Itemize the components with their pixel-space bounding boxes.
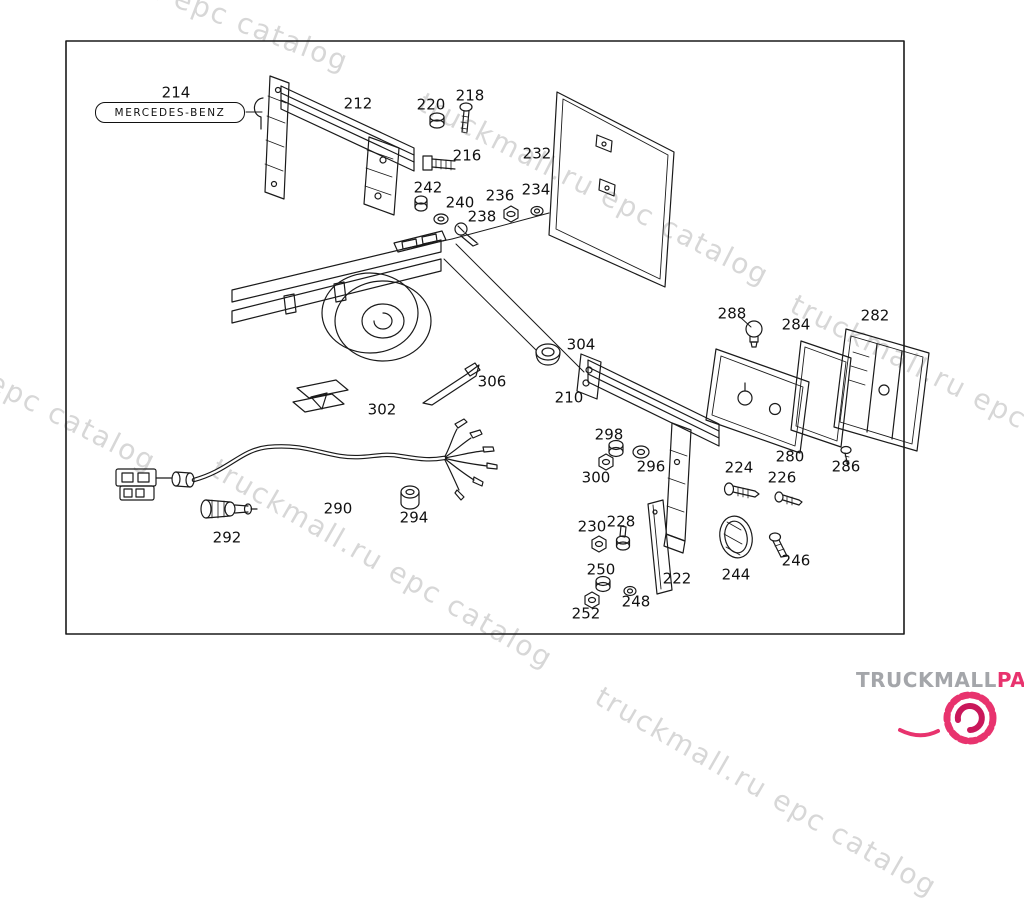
lamp-housing-280-drawing: [705, 348, 810, 454]
part-label-230[interactable]: 230: [577, 517, 607, 536]
part-label-296[interactable]: 296: [636, 457, 666, 476]
nut-250-drawing: [595, 575, 611, 593]
reflector-244-drawing: [719, 515, 753, 559]
screw-246-drawing: [768, 532, 788, 558]
screw-286-drawing: [840, 445, 852, 467]
washer-240-drawing: [433, 213, 449, 225]
washer-220-drawing: [429, 112, 445, 129]
nut-242-drawing: [414, 195, 428, 212]
part-label-292[interactable]: 292: [212, 528, 242, 547]
bracket-222-drawing: [647, 499, 673, 595]
part-label-252[interactable]: 252: [571, 604, 601, 623]
screw-226-drawing: [774, 491, 803, 506]
leader-lines: [245, 111, 752, 373]
bracket-212-drawing: [253, 75, 415, 216]
washer-248-drawing: [623, 585, 637, 597]
harness-290-drawing: [115, 418, 498, 501]
part-label-294[interactable]: 294: [399, 508, 429, 527]
washer-296-drawing: [632, 445, 650, 459]
cable-tie-306-drawing: [422, 362, 481, 406]
part-label-226[interactable]: 226: [767, 468, 797, 487]
bulb-288-drawing: [745, 320, 763, 348]
gasket-284-drawing: [790, 340, 852, 448]
nut-298-drawing: [608, 439, 624, 458]
part-label-290[interactable]: 290: [323, 499, 353, 518]
part-label-248[interactable]: 248: [621, 592, 651, 611]
part-label-228[interactable]: 228: [606, 512, 636, 531]
part-label-236[interactable]: 236: [485, 186, 515, 205]
bolt-216-drawing: [422, 155, 456, 171]
part-label-210[interactable]: 210: [554, 388, 584, 407]
part-label-220[interactable]: 220: [416, 95, 446, 114]
plate-232-drawing: [548, 91, 675, 288]
part-label-246[interactable]: 246: [781, 551, 811, 570]
part-label-286[interactable]: 286: [831, 457, 861, 476]
part-label-280[interactable]: 280: [775, 447, 805, 466]
diagram-border: [65, 40, 905, 635]
diagram-canvas: [65, 40, 930, 635]
logo-text: TRUCKMALLPARTS: [856, 668, 1024, 692]
mercedes-plate-text: MERCEDES-BENZ: [114, 106, 226, 119]
part-label-216[interactable]: 216: [452, 146, 482, 165]
part-label-218[interactable]: 218: [455, 86, 485, 105]
brand-logo: TRUCKMALLPARTS: [856, 668, 1024, 750]
nut-252-drawing: [584, 591, 600, 609]
logo-text-parts: PARTS: [996, 668, 1024, 692]
stud-228-drawing: [615, 525, 631, 551]
lens-282-drawing: [833, 328, 930, 452]
connector-292-drawing: [200, 499, 258, 519]
screw-238-drawing: [454, 222, 479, 247]
nut-230-drawing: [591, 535, 607, 553]
part-label-244[interactable]: 244: [721, 565, 751, 584]
screw-224-drawing: [723, 482, 760, 499]
part-label-242[interactable]: 242: [413, 178, 443, 197]
part-label-304[interactable]: 304: [566, 335, 596, 354]
part-label-234[interactable]: 234: [521, 180, 551, 199]
part-label-302[interactable]: 302: [367, 400, 397, 419]
part-label-282[interactable]: 282: [860, 306, 890, 325]
bracket-210-drawing: [576, 353, 720, 554]
screw-218-drawing: [459, 102, 473, 134]
logo-text-truckmall: TRUCKMALL: [856, 668, 997, 692]
clip-302-drawing: [292, 379, 349, 413]
grommet-304-drawing: [535, 343, 561, 366]
part-label-298[interactable]: 298: [594, 425, 624, 444]
part-label-232[interactable]: 232: [522, 144, 552, 163]
part-label-284[interactable]: 284: [781, 315, 811, 334]
part-label-288[interactable]: 288: [717, 304, 747, 323]
part-label-224[interactable]: 224: [724, 458, 754, 477]
part-label-300[interactable]: 300: [581, 468, 611, 487]
part-label-240[interactable]: 240: [445, 193, 475, 212]
logo-swirl-icon: [898, 691, 997, 745]
part-label-214[interactable]: 214: [161, 83, 191, 102]
part-label-222[interactable]: 222: [662, 569, 692, 588]
nut-236-drawing: [503, 205, 519, 223]
washer-234-drawing: [530, 205, 544, 217]
part-label-306[interactable]: 306: [477, 372, 507, 391]
part-label-212[interactable]: 212: [343, 94, 373, 113]
part-label-238[interactable]: 238: [467, 207, 497, 226]
chassis-frame-drawing: [231, 230, 447, 362]
nut-300-drawing: [598, 453, 614, 471]
grommet-294-drawing: [400, 485, 420, 510]
mercedes-plate-214: MERCEDES-BENZ: [95, 102, 245, 123]
part-label-250[interactable]: 250: [586, 560, 616, 579]
